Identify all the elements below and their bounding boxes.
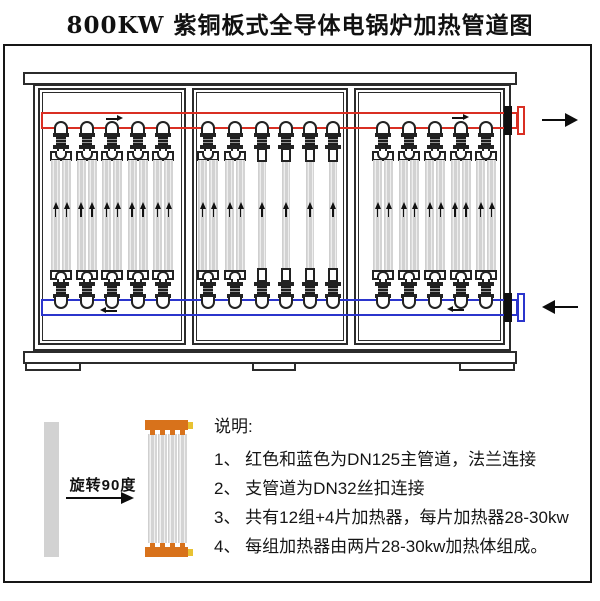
rotate-arrow-icon — [66, 492, 134, 505]
notes: 说明: 1、 红色和蓝色为DN125主管道，法兰连接 2、 支管道为DN32丝扣连… — [214, 412, 589, 561]
flow-up-arrow-icon — [400, 202, 408, 218]
panel-2 — [192, 88, 348, 345]
supply-flow-arrow-icon — [452, 113, 469, 122]
heater-group-double — [101, 121, 123, 309]
heater-group-double — [224, 121, 246, 309]
flow-up-arrow-icon — [258, 202, 266, 218]
heater-tube — [178, 434, 187, 543]
heater-tooth — [150, 542, 155, 547]
flow-up-arrow-icon — [329, 202, 337, 218]
flow-up-arrow-icon — [128, 202, 136, 218]
flow-up-arrow-icon — [488, 202, 496, 218]
note-item: 2、 支管道为DN32丝扣连接 — [214, 479, 425, 498]
heater-tooth — [150, 430, 155, 435]
note-item: 4、 每组加热器由两片28-30kw加热体组成。 — [214, 537, 548, 556]
heater-group-double — [372, 121, 394, 309]
heater-tooth — [180, 542, 185, 547]
heater-tube — [168, 434, 177, 543]
flow-up-arrow-icon — [165, 202, 173, 218]
flow-up-arrow-icon — [226, 202, 234, 218]
heater-bottom-header — [145, 547, 188, 557]
flow-up-arrow-icon — [88, 202, 96, 218]
return-wall-passthrough — [504, 293, 512, 322]
heater-group-double — [50, 121, 72, 309]
flow-up-arrow-icon — [462, 202, 470, 218]
heater-tooth — [170, 542, 175, 547]
flow-up-arrow-icon — [385, 202, 393, 218]
flow-up-arrow-icon — [139, 202, 147, 218]
heater-single — [299, 121, 321, 309]
note-item: 3、 共有12组+4片加热器，每片加热器28-30kw — [214, 508, 569, 527]
cabinet-foot-middle — [252, 362, 296, 371]
flow-up-arrow-icon — [374, 202, 382, 218]
heater-tooth — [180, 430, 185, 435]
note-item: 1、 红色和蓝色为DN125主管道，法兰连接 — [214, 450, 537, 469]
heater-group-double — [126, 121, 149, 309]
heater-single — [251, 121, 273, 309]
outlet-arrow-icon — [542, 113, 578, 127]
cabinet-foot-left — [25, 362, 81, 371]
flow-up-arrow-icon — [114, 202, 122, 218]
flow-up-arrow-icon — [210, 202, 218, 218]
return-flow-arrow-icon — [100, 306, 117, 315]
flow-up-arrow-icon — [306, 202, 314, 218]
supply-wall-passthrough — [504, 106, 512, 135]
heater-group-double — [449, 121, 472, 309]
heater-group-double — [398, 121, 420, 309]
notes-list: 1、 红色和蓝色为DN125主管道，法兰连接 2、 支管道为DN32丝扣连接 3、 … — [214, 445, 589, 561]
heater-tube — [148, 434, 157, 543]
heater-group-double — [152, 121, 174, 309]
heater-side-view — [44, 422, 59, 557]
heater-bottom-terminal — [188, 548, 193, 556]
flow-up-arrow-icon — [477, 202, 485, 218]
notes-title: 说明: — [214, 417, 253, 436]
heater-group-double — [197, 121, 219, 309]
heater-single — [322, 121, 344, 309]
flow-up-arrow-icon — [426, 202, 434, 218]
heater-group-double — [475, 121, 497, 309]
heater-single — [275, 121, 297, 309]
flow-up-arrow-icon — [103, 202, 111, 218]
heater-front-view — [145, 420, 193, 558]
inlet-arrow-icon — [542, 300, 578, 314]
flow-up-arrow-icon — [437, 202, 445, 218]
flow-up-arrow-icon — [154, 202, 162, 218]
heater-group-double — [424, 121, 446, 309]
flow-up-arrow-icon — [52, 202, 60, 218]
supply-flow-arrow-icon — [106, 114, 123, 123]
return-flange — [517, 293, 525, 322]
flow-up-arrow-icon — [77, 202, 85, 218]
heater-tooth — [160, 430, 165, 435]
page-title: 800KW 紫铜板式全导体电锅炉加热管道图 — [66, 12, 534, 39]
flow-up-arrow-icon — [237, 202, 245, 218]
heater-tooth — [170, 430, 175, 435]
flow-up-arrow-icon — [282, 202, 290, 218]
cabinet-foot-right — [459, 362, 515, 371]
heater-group-double — [75, 121, 98, 309]
heater-tooth — [160, 542, 165, 547]
supply-flange — [517, 106, 525, 135]
flow-up-arrow-icon — [199, 202, 207, 218]
heater-tube — [158, 434, 167, 543]
flow-up-arrow-icon — [63, 202, 71, 218]
rotate-label: 旋转90度 — [69, 477, 137, 494]
flow-up-arrow-icon — [411, 202, 419, 218]
return-flow-arrow-icon — [447, 305, 464, 314]
heater-top-terminal — [188, 421, 193, 429]
heater-top-header — [145, 420, 188, 430]
flow-up-arrow-icon — [451, 202, 459, 218]
